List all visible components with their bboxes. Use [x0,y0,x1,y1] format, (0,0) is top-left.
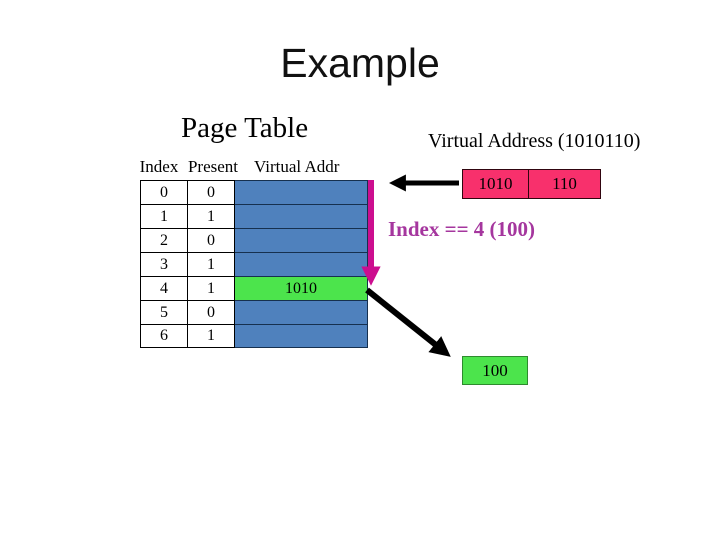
virtual-addr-cell [235,228,368,252]
table-row: 5 0 [140,300,368,324]
virtual-addr-cell-highlighted: 1010 [235,276,368,300]
virtual-address-offset-bits: 110 [528,169,601,199]
page-table-column-headers: Index Present Virtual Addr [132,157,384,177]
virtual-addr-cell [235,204,368,228]
index-cell: 1 [140,204,188,228]
present-cell: 1 [188,204,235,228]
table-row: 2 0 [140,228,368,252]
page-table: 0 0 1 1 2 0 3 1 4 1 1010 5 0 6 1 [140,180,368,348]
virtual-addr-cell [235,252,368,276]
present-cell: 0 [188,300,235,324]
virtual-addr-cell [235,300,368,324]
table-row: 1 1 [140,204,368,228]
virtual-address-page-bits: 1010 [462,169,528,199]
column-header-virtual-addr: Virtual Addr [254,157,340,176]
table-row: 3 1 [140,252,368,276]
virtual-addr-cell [235,324,368,348]
column-header-index: Index [139,157,179,176]
offset-result-box: 100 [462,356,528,385]
page-table-heading: Page Table [181,112,309,144]
column-header-present: Present [187,157,239,176]
present-cell: 1 [188,252,235,276]
index-annotation: Index == 4 (100) [388,217,536,241]
virtual-addr-cell [235,180,368,204]
index-cell: 4 [140,276,188,300]
virtual-address-box: 1010 110 [462,169,601,199]
index-cell: 6 [140,324,188,348]
table-row: 6 1 [140,324,368,348]
table-row: 0 0 [140,180,368,204]
arrow-row-to-offset-box [365,287,451,357]
present-cell: 1 [188,324,235,348]
slide-title: Example [280,40,440,86]
present-cell: 0 [188,180,235,204]
present-cell: 0 [188,228,235,252]
index-cell: 3 [140,252,188,276]
virtual-address-heading: Virtual Address (1010110) [428,130,641,152]
present-cell: 1 [188,276,235,300]
index-cell: 5 [140,300,188,324]
index-cell: 2 [140,228,188,252]
table-row-highlighted: 4 1 1010 [140,276,368,300]
index-cell: 0 [140,180,188,204]
